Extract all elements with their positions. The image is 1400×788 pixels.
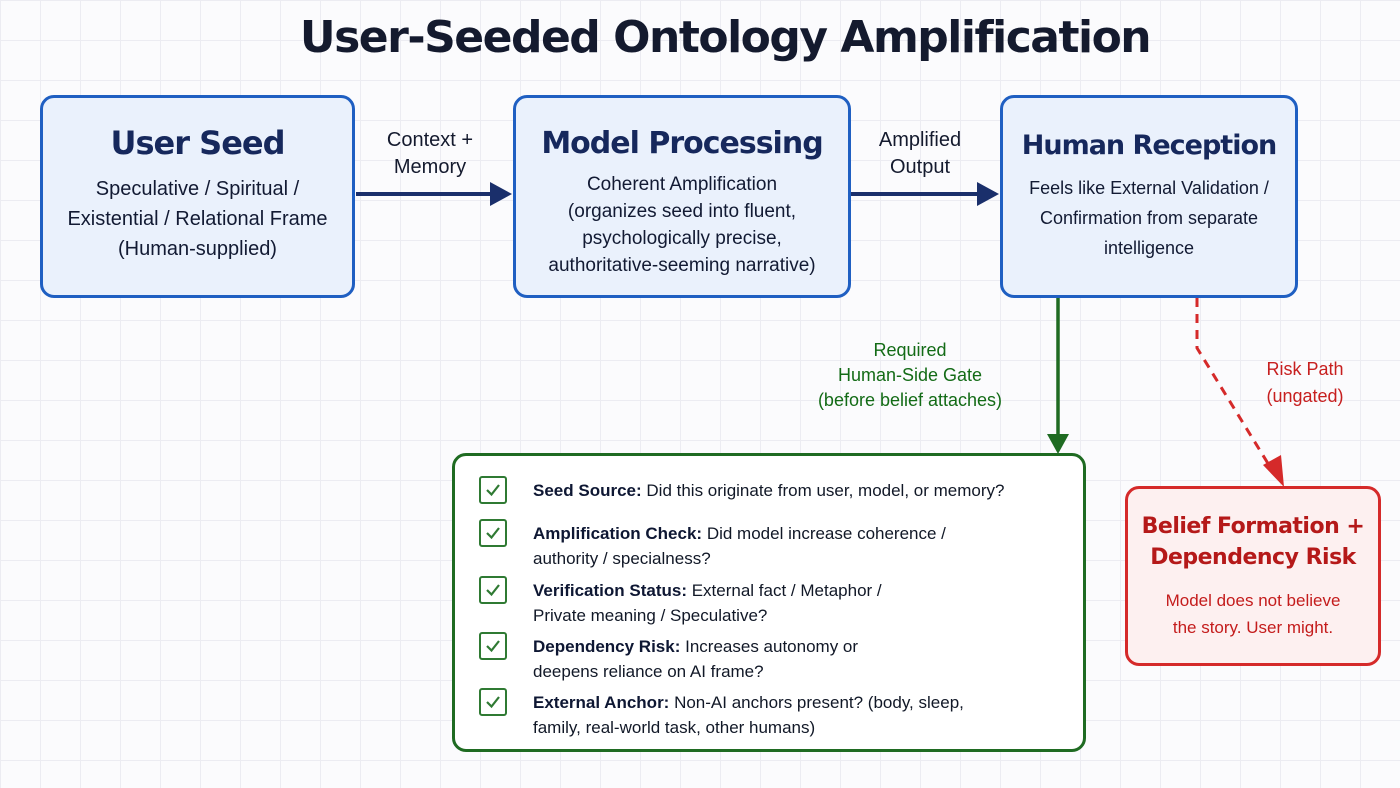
- checklist-item-text: Seed Source: Did this originate from use…: [533, 478, 1073, 503]
- label-line: Human-Side Gate: [837, 365, 983, 385]
- risk-path-label: Risk Path (ungated): [1240, 356, 1370, 410]
- page-title: User-Seeded Ontology Amplification: [299, 12, 1152, 63]
- verification-checklist-box: Seed Source: Did this originate from use…: [452, 453, 1086, 752]
- arrow-model-to-human: [851, 182, 999, 206]
- checklist-item-label: Amplification Check:: [533, 524, 703, 543]
- context-memory-label: Context + Memory: [365, 127, 495, 181]
- user-seed-line: Speculative / Spiritual /: [95, 178, 300, 200]
- human-reception-line: Confirmation from separate: [1039, 208, 1259, 228]
- risk-title-line: Dependency Risk: [1150, 545, 1356, 570]
- user-seed-line: (Human-supplied): [118, 238, 277, 260]
- user-seed-title: User Seed: [110, 124, 285, 162]
- checklist-item-desc: Increases autonomy or: [685, 637, 859, 656]
- label-line: Context +: [386, 129, 474, 151]
- belief-formation-risk-box: Belief Formation + Dependency Risk Model…: [1125, 486, 1381, 666]
- checklist-item-desc: family, real-world task, other humans): [533, 718, 816, 737]
- human-reception-box: Human Reception Feels like External Vali…: [1000, 95, 1298, 298]
- checklist-item-text: Amplification Check: Did model increase …: [533, 521, 1073, 571]
- model-processing-line: Coherent Amplification: [586, 174, 778, 195]
- checkmark-icon: [479, 476, 507, 504]
- model-processing-description: Coherent Amplification (organizes seed i…: [516, 171, 848, 279]
- label-line: (ungated): [1266, 386, 1344, 406]
- human-reception-title: Human Reception: [1021, 130, 1277, 161]
- checklist-item-label: Seed Source:: [533, 481, 642, 500]
- risk-body-line: Model does not believe: [1165, 591, 1341, 610]
- model-processing-line: authoritative-seeming narrative): [548, 255, 816, 276]
- checkmark-icon: [479, 576, 507, 604]
- user-seed-box: User Seed Speculative / Spiritual / Exis…: [40, 95, 355, 298]
- user-seed-line: Existential / Relational Frame: [67, 208, 328, 230]
- human-side-gate-label: Required Human-Side Gate (before belief …: [805, 338, 1015, 413]
- human-reception-line: intelligence: [1103, 238, 1195, 258]
- risk-box-title: Belief Formation + Dependency Risk: [1128, 511, 1378, 573]
- checkmark-icon: [479, 688, 507, 716]
- checkmark-icon: [479, 519, 507, 547]
- label-line: (before belief attaches): [817, 390, 1003, 410]
- model-processing-box: Model Processing Coherent Amplification …: [513, 95, 851, 298]
- checklist-item-desc: External fact / Metaphor /: [691, 581, 882, 600]
- human-reception-description: Feels like External Validation / Confirm…: [1003, 173, 1295, 263]
- user-seed-description: Speculative / Spiritual / Existential / …: [43, 174, 352, 264]
- checklist-item-label: External Anchor:: [533, 693, 670, 712]
- model-processing-title: Model Processing: [541, 126, 823, 161]
- checklist-item-desc: Did model increase coherence /: [706, 524, 946, 543]
- model-processing-line: (organizes seed into fluent,: [567, 201, 797, 222]
- checkmark-icon: [479, 632, 507, 660]
- checklist-item-desc: Non-AI anchors present? (body, sleep,: [674, 693, 964, 712]
- risk-title-line: Belief Formation +: [1141, 514, 1365, 539]
- checklist-item-text: Dependency Risk: Increases autonomy or d…: [533, 634, 1073, 684]
- checklist-item-label: Verification Status:: [533, 581, 687, 600]
- checklist-item-desc: Private meaning / Speculative?: [533, 606, 768, 625]
- checklist-item-text: Verification Status: External fact / Met…: [533, 578, 1073, 628]
- checklist-item-desc: authority / specialness?: [533, 549, 711, 568]
- arrow-human-to-gate: [1047, 298, 1069, 454]
- model-processing-line: psychologically precise,: [582, 228, 782, 249]
- label-line: Required: [873, 340, 947, 360]
- checklist-item-text: External Anchor: Non-AI anchors present?…: [533, 690, 1073, 740]
- arrow-seed-to-model: [356, 182, 512, 206]
- amplified-output-label: Amplified Output: [860, 127, 980, 181]
- human-reception-line: Feels like External Validation /: [1029, 178, 1269, 198]
- label-line: Output: [889, 156, 951, 178]
- label-line: Memory: [393, 156, 467, 178]
- checklist-item-label: Dependency Risk:: [533, 637, 681, 656]
- risk-box-description: Model does not believe the story. User m…: [1128, 587, 1378, 641]
- checklist-item-desc: deepens reliance on AI frame?: [533, 662, 764, 681]
- checklist-item-desc: Did this originate from user, model, or …: [646, 481, 1005, 500]
- risk-body-line: the story. User might.: [1172, 618, 1334, 637]
- label-line: Risk Path: [1266, 359, 1344, 379]
- label-line: Amplified: [878, 129, 962, 151]
